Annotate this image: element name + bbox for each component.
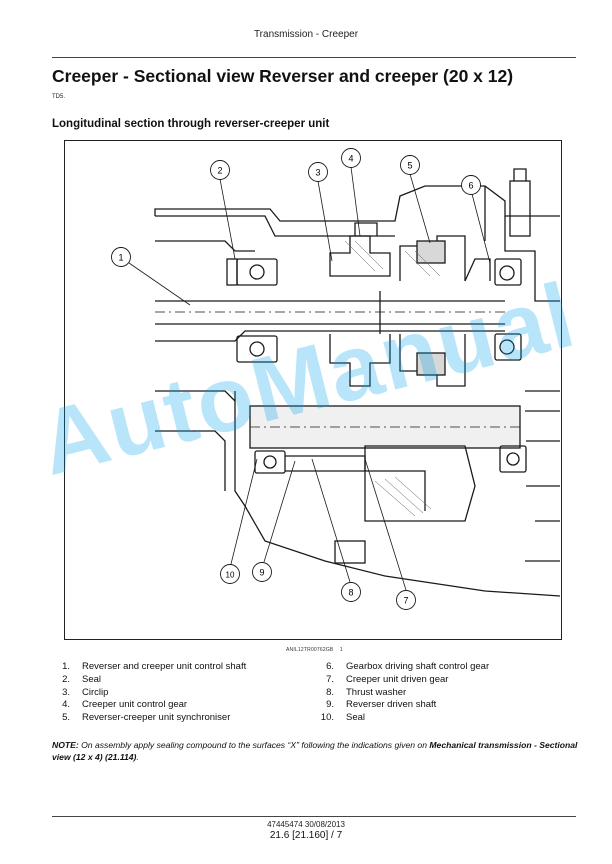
legend-item: 5.Reverser-creeper unit synchroniser [62,712,231,724]
legend-right-column: 6.Gearbox driving shaft control gear 7.C… [316,661,576,725]
callout-10: 10 [220,564,240,584]
svg-text:4: 4 [348,154,353,164]
callout-group: 1 2 3 4 5 6 7 8 9 10 [111,148,481,610]
figure-reference-code: ANIL12TR00762GB [286,647,334,653]
svg-text:1: 1 [118,253,123,263]
sectional-view-figure: 1 2 3 4 5 6 7 8 9 10 [64,140,562,640]
callout-2: 2 [210,160,230,180]
assembly-note: NOTE: On assembly apply sealing compound… [52,739,580,764]
callout-3: 3 [308,162,328,182]
callout-4: 4 [341,148,361,168]
svg-text:3: 3 [315,168,320,178]
running-header: Transmission - Creeper [253,29,359,40]
legend-item: 10.Seal [320,712,366,724]
legend-item: 8.Thrust washer [326,686,407,698]
legend-item: 4.Creeper unit control gear [62,699,188,711]
legend-item: 7.Creeper unit driven gear [326,673,449,685]
svg-text:10: 10 [226,571,235,580]
legend-left-column: 1.Reverser and creeper unit control shaf… [52,661,302,725]
section-heading: Longitudinal section through reverser-cr… [52,118,330,130]
callout-1: 1 [111,247,131,267]
callout-8: 8 [341,582,361,602]
svg-text:9: 9 [259,568,264,578]
figure-reference: ANIL12TR00762GB 1 [286,647,343,653]
svg-text:5: 5 [407,161,412,171]
footer-rule [52,816,576,817]
callout-5: 5 [400,155,420,175]
doc-code: TD5. [52,94,66,100]
note-text-end: . [136,752,139,763]
legend-item: 3.Circlip [62,686,109,698]
callout-9: 9 [252,562,272,582]
note-cross-reference-link[interactable]: Mechanical transmission - Sectional view… [52,740,578,763]
note-text: On assembly apply sealing compound to th… [78,740,430,750]
note-label: NOTE: [52,740,79,750]
callout-6: 6 [461,175,481,195]
figure-reference-number: 1 [339,647,343,653]
footer-page-number: 21.6 [21.160] / 7 [269,830,343,841]
header-rule [52,57,576,58]
svg-text:2: 2 [217,166,222,176]
footer-doc-number: 47445474 30/08/2013 [267,820,345,829]
callout-7: 7 [396,590,416,610]
svg-text:7: 7 [403,596,408,606]
page-title: Creeper - Sectional view Reverser and cr… [52,66,514,86]
legend-item: 1.Reverser and creeper unit control shaf… [62,661,247,672]
svg-text:8: 8 [348,588,353,598]
sectional-drawing: 1 2 3 4 5 6 7 8 9 10 [111,148,561,610]
svg-text:6: 6 [468,181,473,191]
legend-item: 9.Reverser driven shaft [326,699,437,711]
legend-item: 2.Seal [62,673,102,685]
legend-item: 6.Gearbox driving shaft control gear [326,661,490,672]
